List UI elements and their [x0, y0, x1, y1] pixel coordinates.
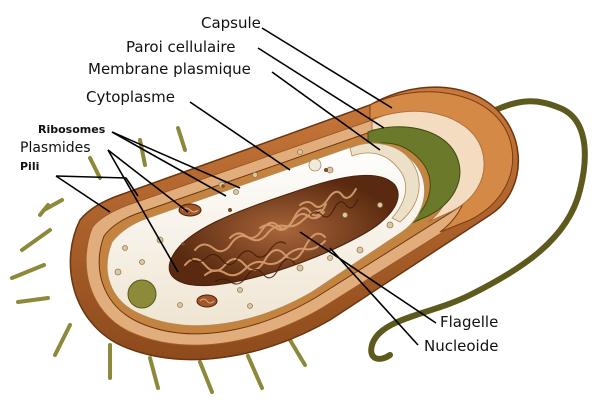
label-capsule: Capsule: [201, 14, 261, 32]
label-paroi: Paroi cellulaire: [126, 38, 235, 56]
label-cytoplasme: Cytoplasme: [86, 88, 175, 106]
ribosomes: [114, 149, 394, 309]
membrane-section: [367, 126, 461, 227]
label-membrane: Membrane plasmique: [88, 60, 251, 78]
label-flagelle: Flagelle: [440, 313, 498, 331]
inclusion-body: [127, 279, 157, 309]
vacuole: [308, 158, 322, 172]
flagellum: [368, 98, 588, 362]
leader-lines: [55, 27, 437, 346]
label-nucleoide: Nucleoide: [424, 337, 498, 355]
label-pili: Pili: [20, 160, 39, 173]
cytoplasm-face: [349, 142, 420, 223]
plasmids: [178, 203, 218, 308]
nucleoid: [168, 174, 399, 287]
label-ribosomes: Ribosomes: [38, 123, 106, 136]
label-plasmides: Plasmides: [20, 140, 91, 156]
